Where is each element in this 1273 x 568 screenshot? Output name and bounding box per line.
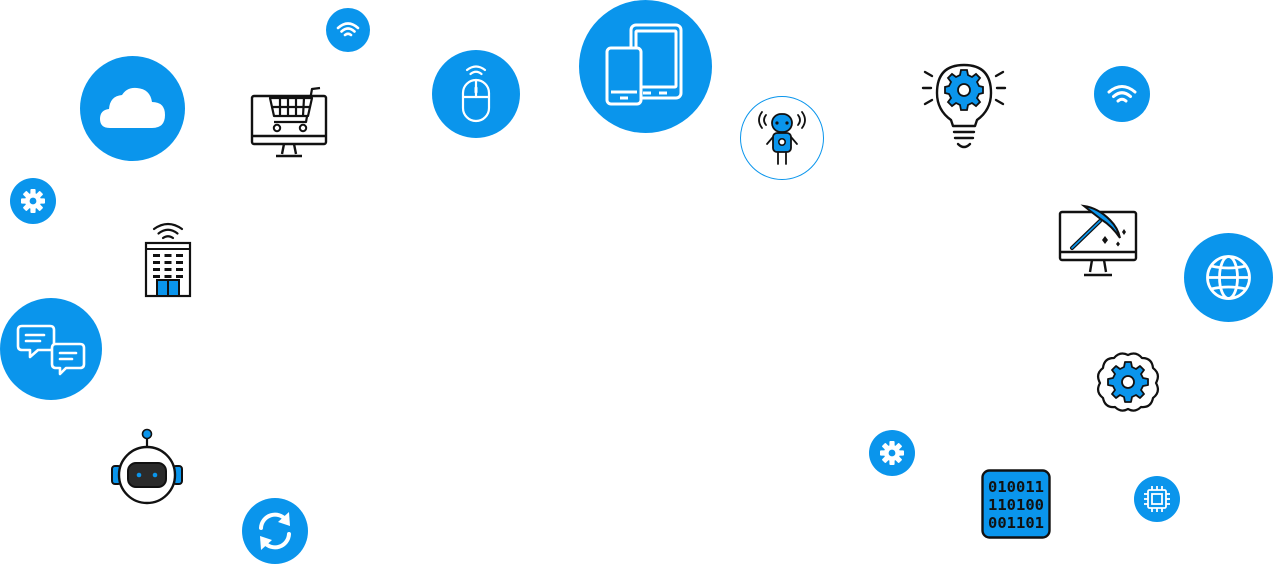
gear-icon — [869, 430, 915, 476]
robot-head-icon — [110, 428, 184, 505]
wireless-mouse-icon — [432, 50, 520, 138]
binary-row: 010011 — [988, 478, 1044, 496]
mobile-tablet-devices-icon — [579, 0, 712, 133]
binary-row: 110100 — [988, 496, 1044, 514]
wifi-icon — [326, 8, 370, 52]
monitor-pickaxe-icon — [1058, 204, 1138, 280]
shopping-cart-monitor-icon — [250, 86, 328, 162]
wifi-icon — [1094, 66, 1150, 122]
gear-icon — [10, 178, 56, 224]
brain-gear-icon — [1094, 350, 1162, 414]
chip-icon — [1134, 476, 1180, 522]
binary-code-icon: 010011 110100 001101 — [981, 469, 1051, 539]
globe-icon — [1184, 233, 1273, 322]
cloud-icon — [80, 56, 185, 161]
smart-building-icon — [142, 220, 194, 298]
lightbulb-gear-icon — [920, 62, 1008, 152]
chat-bubbles-icon — [0, 298, 102, 400]
sync-icon — [242, 498, 308, 564]
robot-signal-icon — [740, 96, 824, 180]
binary-row: 001101 — [988, 514, 1044, 532]
